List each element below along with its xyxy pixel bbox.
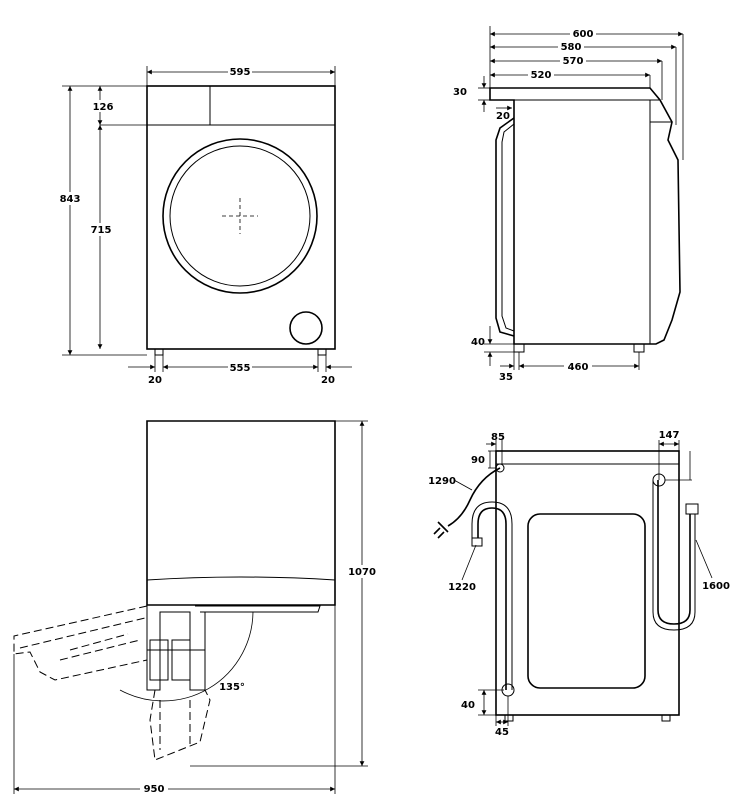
front-view: 595 843 126 715 555 20 20 [58, 65, 352, 386]
side-feet-spacing-label: 460 [568, 362, 589, 373]
panel-height-label: 126 [93, 102, 114, 113]
depth-600-label: 600 [573, 29, 594, 40]
front-width-label: 595 [230, 67, 251, 78]
side-rear-foot [633, 343, 645, 353]
drain-hose-length-label: 1220 [448, 582, 476, 593]
power-cord [447, 467, 501, 527]
rear-45-label: 45 [495, 727, 509, 738]
front-cabinet [146, 85, 336, 350]
plug-icon [433, 521, 449, 539]
open-door-view: 135° 1070 950 [13, 420, 376, 795]
rear-cabinet [495, 450, 680, 716]
rear-view: 85 90 147 1290 1220 1600 40 45 [428, 430, 730, 738]
opening-angle-arc [119, 611, 254, 702]
opening-angle-label: 135° [219, 682, 245, 693]
right-foot [317, 348, 327, 356]
feet-spacing-label: 555 [230, 363, 251, 374]
inlet-hose-length-label: 1600 [702, 581, 730, 592]
open-height-label: 1070 [348, 567, 376, 578]
door-center-cross [222, 198, 258, 234]
left-foot [154, 348, 164, 356]
left-foot-offset-label: 20 [148, 375, 162, 386]
right-foot-offset-label: 20 [321, 375, 335, 386]
drain-hose [477, 507, 507, 690]
rear-40-label: 40 [461, 700, 475, 711]
door-inner-ring [169, 145, 311, 287]
side-view: 600 580 570 520 30 20 40 [453, 26, 684, 383]
rear-85-label: 85 [491, 432, 505, 443]
side-front-foot [513, 343, 525, 353]
open-door-upper-dashed [13, 605, 148, 681]
rear-panel [527, 513, 646, 689]
rear-147-label: 147 [659, 430, 680, 441]
door-outer-ring [162, 138, 318, 294]
depth-520-label: 520 [531, 70, 552, 81]
filter-cap [289, 311, 323, 345]
side-foot-height-label: 40 [471, 337, 485, 348]
open-width-label: 950 [144, 784, 165, 795]
side-door-profile [495, 117, 515, 337]
inlet-hose [657, 480, 691, 625]
body-height-label: 715 [91, 225, 112, 236]
front-total-height-label: 843 [60, 194, 81, 205]
open-door-lower-dashed [149, 689, 211, 761]
depth-570-label: 570 [563, 56, 584, 67]
side-cabinet [489, 87, 681, 345]
top-thickness-label: 30 [453, 87, 467, 98]
power-cord-length-label: 1290 [428, 476, 456, 487]
side-foot-offset-label: 35 [499, 372, 513, 383]
depth-580-label: 580 [561, 42, 582, 53]
door-protrusion-label: 20 [496, 111, 510, 122]
rear-90-label: 90 [471, 455, 485, 466]
